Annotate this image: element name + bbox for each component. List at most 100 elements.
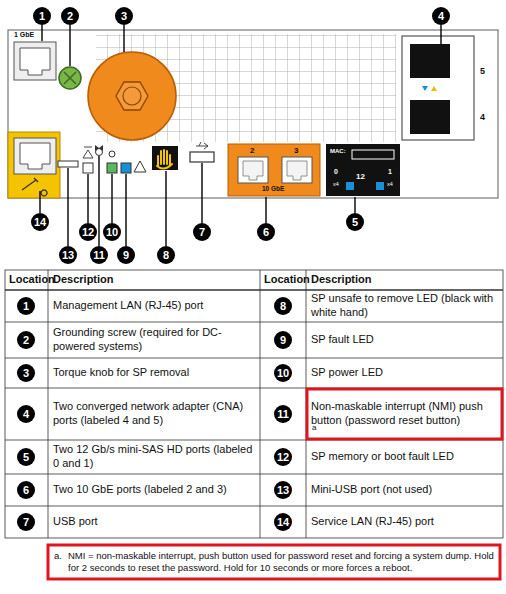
callout-number: 11 <box>274 405 292 423</box>
service-port <box>14 138 56 174</box>
callout-number: 12 <box>79 223 97 241</box>
callout-number: 10 <box>274 364 292 382</box>
callout-number: 8 <box>274 297 292 315</box>
lane-label: x4 <box>387 181 393 188</box>
port-number: 1 <box>388 168 392 177</box>
callout-text: 10 <box>106 226 118 238</box>
sp-panel <box>8 30 498 198</box>
callout-number: 4 <box>432 7 450 25</box>
callout-number: 14 <box>274 513 292 531</box>
callout-text: 2 <box>67 10 73 22</box>
callout-number: 14 <box>31 213 49 231</box>
knob-hex <box>116 82 148 110</box>
callout-text: 1 <box>39 10 45 22</box>
power-led <box>107 163 117 173</box>
lane-label: x4 <box>333 181 339 188</box>
rj45-socket <box>243 161 307 180</box>
table-cell: Management LAN (RJ-45) port <box>53 299 255 313</box>
usb-symbol <box>196 142 208 149</box>
ten-gbe-module <box>228 144 320 196</box>
memory-symbol <box>83 147 93 158</box>
callout-text: 6 <box>263 226 269 238</box>
fault-led <box>121 163 131 173</box>
port-number: 5 <box>480 66 485 77</box>
highlight-box <box>307 389 502 439</box>
grounding-screw <box>59 67 81 89</box>
hand-symbol <box>157 150 172 169</box>
port-label: 12 <box>356 172 365 182</box>
port-label: MAC: <box>330 148 346 156</box>
callout-number: 2 <box>61 7 79 25</box>
cna-module <box>402 36 474 140</box>
callout-text: 2 <box>23 334 29 346</box>
cna-arrow <box>431 86 437 91</box>
callout-text: 5 <box>352 216 358 228</box>
table-cell: Two 12 Gb/s mini-SAS HD ports (labeled 0… <box>53 443 255 471</box>
table-cell: SP power LED <box>311 366 499 380</box>
callout-text: 9 <box>280 334 286 346</box>
usb-port <box>190 152 214 162</box>
callout-number: 9 <box>117 246 135 264</box>
table-header: Description <box>53 273 114 287</box>
callout-number: 4 <box>17 405 35 423</box>
highlight-box <box>48 545 500 579</box>
power-symbol <box>109 151 115 157</box>
sas-module <box>326 144 400 196</box>
callout-text: 14 <box>277 516 289 528</box>
sas-led <box>346 182 354 190</box>
callout-number: 13 <box>59 246 77 264</box>
callout-text: 10 <box>277 367 289 379</box>
management-port <box>14 42 56 80</box>
service-area <box>8 132 60 198</box>
callout-number: 3 <box>115 7 133 25</box>
callout-text: 5 <box>23 451 29 463</box>
callout-number: 1 <box>33 7 51 25</box>
mini-usb-port <box>58 161 78 167</box>
rj45-socket <box>20 143 50 169</box>
table-cell: Two 10 GbE ports (labeled 2 and 3) <box>53 483 255 497</box>
callout-number: 9 <box>274 331 292 349</box>
knob-center <box>123 87 141 105</box>
callout-text: 11 <box>93 249 105 261</box>
callout-text: 8 <box>163 249 169 261</box>
callout-text: 14 <box>34 216 46 228</box>
callout-number: 13 <box>274 481 292 499</box>
callout-text: 13 <box>62 249 74 261</box>
unsafe-led <box>152 146 178 170</box>
callout-text: 9 <box>123 249 129 261</box>
screw-slot <box>64 72 76 84</box>
callout-number: 2 <box>17 331 35 349</box>
table-cell: USB port <box>53 515 255 529</box>
cna-arrow <box>422 86 428 91</box>
table-cell: Grounding screw (required for DC-powered… <box>53 326 255 354</box>
table-cell: SP unsafe to remove LED (black with whit… <box>311 292 499 320</box>
callout-text: 12 <box>82 226 94 238</box>
callout-text: 11 <box>277 408 289 420</box>
callout-text: 4 <box>23 408 29 420</box>
callout-text: 3 <box>23 367 29 379</box>
callout-text: 1 <box>23 300 29 312</box>
callout-text: 13 <box>277 484 289 496</box>
sas-led <box>376 182 384 190</box>
cna-port <box>410 44 450 78</box>
callout-text: 7 <box>199 226 205 238</box>
cna-port <box>410 100 450 134</box>
service-symbol <box>22 178 47 196</box>
table-grid <box>5 270 503 538</box>
callout-number: 5 <box>17 448 35 466</box>
footnote-mark: a. <box>54 550 62 562</box>
torque-knob <box>88 52 176 140</box>
port-number: 2 <box>250 146 254 156</box>
rj45-socket <box>20 48 50 75</box>
table-cell: SP memory or boot fault LED <box>311 450 499 464</box>
nmi-symbol <box>95 145 103 151</box>
port-number: 4 <box>480 112 485 123</box>
table-header: Description <box>311 273 372 287</box>
callout-text: 8 <box>280 300 286 312</box>
callout-number: 6 <box>17 481 35 499</box>
callout-number: 10 <box>103 223 121 241</box>
callout-number: 6 <box>257 223 275 241</box>
table-cell: Two converged network adapter (CNA) port… <box>53 400 255 428</box>
table-cell: Non-maskable interrupt (NMI) push button… <box>311 400 495 428</box>
callout-number: 3 <box>17 364 35 382</box>
